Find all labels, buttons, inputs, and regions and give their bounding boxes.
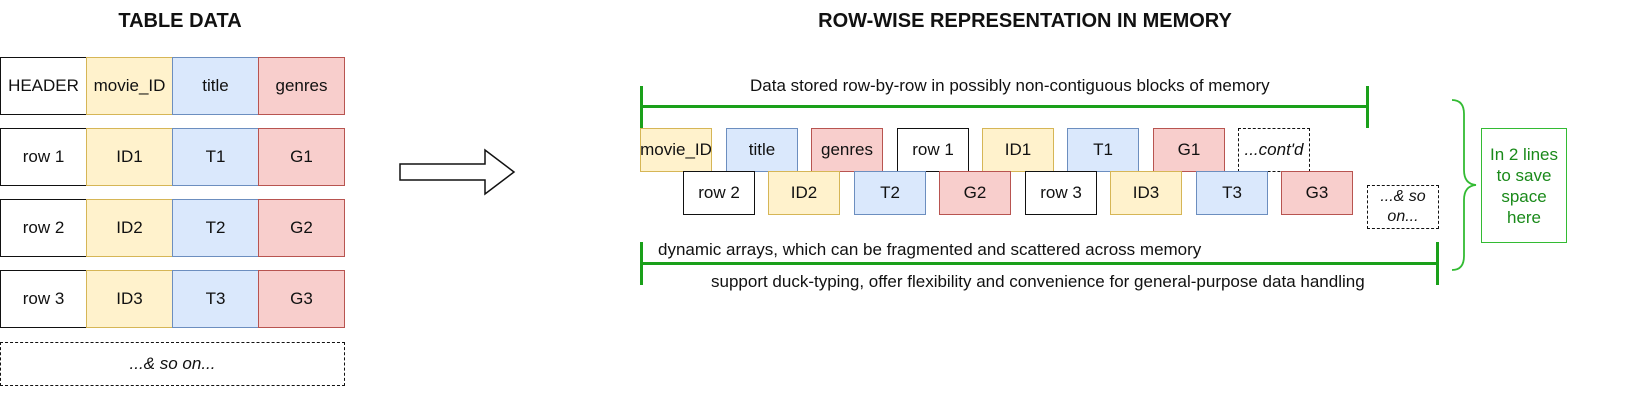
- row-1-title-cell: T1: [172, 128, 259, 186]
- row-3-genres-cell: G3: [258, 270, 345, 328]
- mem-row-3-cell: row 3: [1025, 171, 1097, 215]
- row-1-label-cell: row 1: [0, 128, 87, 186]
- mem-continued-cell: ...cont'd: [1238, 128, 1310, 172]
- header-cell: HEADER: [0, 57, 87, 115]
- mem-g1-cell: G1: [1153, 128, 1225, 172]
- mem-row-2-cell: row 2: [683, 171, 755, 215]
- bottom-note-duck-typing: support duck-typing, offer flexibility a…: [711, 272, 1365, 291]
- mem-title-cell: title: [726, 128, 798, 172]
- table-more-rows-cell: ...& so on...: [0, 342, 345, 386]
- row-3-title-cell: T3: [172, 270, 259, 328]
- right-curly-brace-icon: [1451, 99, 1477, 271]
- row-2-title-cell: T2: [172, 199, 259, 257]
- top-note: Data stored row-by-row in possibly non-c…: [750, 76, 1270, 95]
- bottom-note-fragmented: dynamic arrays, which can be fragmented …: [658, 240, 1202, 259]
- right-arrow-icon: [399, 148, 516, 196]
- header-title-cell: title: [172, 57, 259, 115]
- bottom-bracket-line: [640, 262, 1439, 265]
- mem-g2-cell: G2: [939, 171, 1011, 215]
- row-1-id-cell: ID1: [86, 128, 173, 186]
- top-bracket-line: [640, 105, 1369, 108]
- mem-movie-id-cell: movie_ID: [640, 128, 712, 172]
- mem-t3-cell: T3: [1196, 171, 1268, 215]
- header-genres-cell: genres: [258, 57, 345, 115]
- row-2-id-cell: ID2: [86, 199, 173, 257]
- row-1-genres-cell: G1: [258, 128, 345, 186]
- table-data-title: TABLE DATA: [118, 10, 242, 32]
- mem-more-cell: ...& so on...: [1367, 185, 1439, 229]
- mem-genres-cell: genres: [811, 128, 883, 172]
- row-2-label-cell: row 2: [0, 199, 87, 257]
- mem-id3-cell: ID3: [1110, 171, 1182, 215]
- mem-t1-cell: T1: [1067, 128, 1139, 172]
- row-3-id-cell: ID3: [86, 270, 173, 328]
- side-note-box: In 2 lines to save space here: [1481, 128, 1567, 243]
- row-3-label-cell: row 3: [0, 270, 87, 328]
- mem-id1-cell: ID1: [982, 128, 1054, 172]
- top-bracket-right-tick: [1366, 86, 1369, 128]
- mem-row-1-cell: row 1: [897, 128, 969, 172]
- bottom-bracket-right-tick: [1436, 242, 1439, 285]
- header-movie-id-cell: movie_ID: [86, 57, 173, 115]
- mem-t2-cell: T2: [854, 171, 926, 215]
- mem-id2-cell: ID2: [768, 171, 840, 215]
- row-2-genres-cell: G2: [258, 199, 345, 257]
- mem-g3-cell: G3: [1281, 171, 1353, 215]
- memory-representation-title: ROW-WISE REPRESENTATION IN MEMORY: [818, 10, 1232, 32]
